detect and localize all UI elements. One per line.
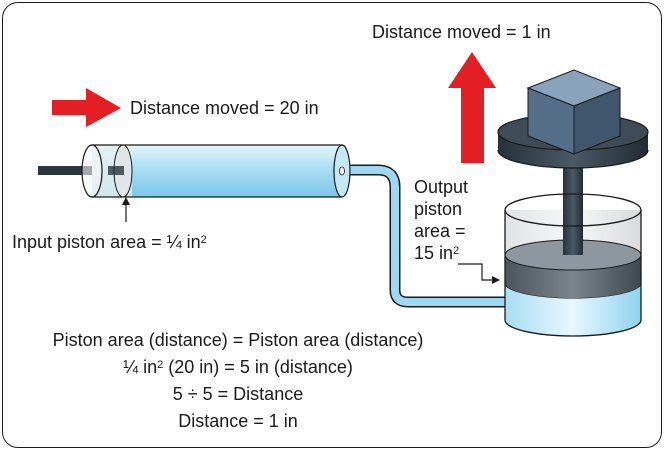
output-area-value: 15 in xyxy=(414,243,454,263)
input-cylinder xyxy=(81,144,351,198)
input-distance-label: Distance moved = 20 in xyxy=(130,98,319,118)
load-block xyxy=(526,69,622,155)
connecting-pipe xyxy=(345,164,506,308)
equation-line-2-end: (20 in) = 5 in (distance) xyxy=(163,357,353,377)
input-area-superscript: 2 xyxy=(200,234,207,246)
equation-line-3: 5 ÷ 5 = Distance xyxy=(172,384,304,404)
input-rod xyxy=(38,166,108,175)
output-pointer-line xyxy=(458,263,494,281)
equation-line-2: ¼ in2 (20 in) = 5 in (distance) xyxy=(0,357,476,377)
output-pointer-arrowhead xyxy=(492,276,500,284)
input-area-text: Input piston area = ¼ in xyxy=(12,232,201,252)
equation-line-2-start: ¼ in xyxy=(123,357,158,377)
output-area-label: Output piston area = 15 in2 xyxy=(414,176,468,264)
output-area-superscript: 2 xyxy=(453,245,460,257)
equation-line-4: Distance = 1 in xyxy=(178,411,298,431)
output-area-line3: area = xyxy=(414,221,466,241)
input-area-label: Input piston area = ¼ in2 xyxy=(12,232,207,252)
output-cylinder xyxy=(504,160,642,337)
rightward-arrow-icon xyxy=(52,88,121,127)
output-area-line1: Output xyxy=(414,177,469,197)
equation-line-2-superscript: 2 xyxy=(157,359,164,371)
input-pointer-arrowhead xyxy=(122,197,130,205)
upward-arrow-icon xyxy=(448,52,496,163)
output-area-line2: piston xyxy=(414,199,463,219)
output-distance-label: Distance moved = 1 in xyxy=(372,22,551,42)
equation-line-1: Piston area (distance) = Piston area (di… xyxy=(52,330,424,350)
output-area-line4: 15 in2 xyxy=(414,242,468,264)
output-shaft xyxy=(563,160,583,255)
